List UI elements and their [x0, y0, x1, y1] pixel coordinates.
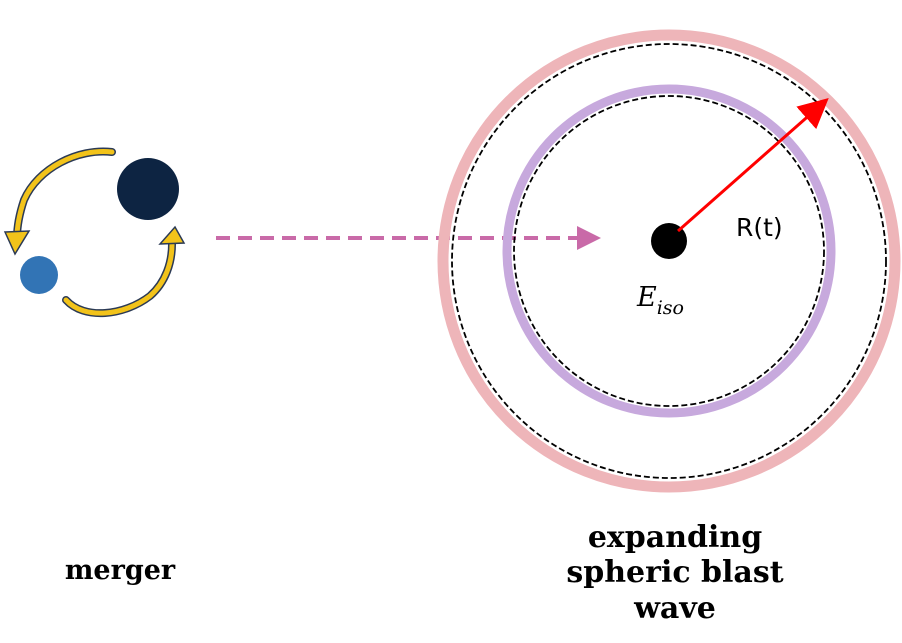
merger-caption-text: merger	[64, 555, 176, 586]
energy-label-main: E	[636, 282, 657, 313]
orbit-arrow-lower-icon	[62, 225, 186, 317]
outer-shell	[437, 29, 901, 493]
small-star	[20, 256, 58, 294]
blast-wave: R(t) Eiso	[437, 29, 901, 493]
inner-dashed-circle	[513, 95, 825, 407]
blast-caption-line2: spheric blast	[566, 555, 784, 591]
radius-label: R(t)	[736, 213, 783, 242]
blast-caption-line1: expanding	[587, 520, 763, 555]
blast-wave-caption: expanding spheric blast wave	[530, 520, 820, 626]
outer-dashed-circle	[451, 43, 887, 479]
merger-caption: merger	[20, 555, 220, 587]
radius-arrow	[677, 98, 829, 233]
orbit-arrow-upper-icon	[3, 147, 116, 256]
inner-shell	[502, 84, 836, 418]
energy-label-subscript: iso	[657, 297, 684, 319]
large-star	[117, 158, 179, 220]
explosion-center	[651, 223, 687, 259]
energy-label: Eiso	[636, 282, 684, 319]
merger-system	[3, 147, 186, 317]
blast-caption-line3: wave	[634, 590, 716, 626]
